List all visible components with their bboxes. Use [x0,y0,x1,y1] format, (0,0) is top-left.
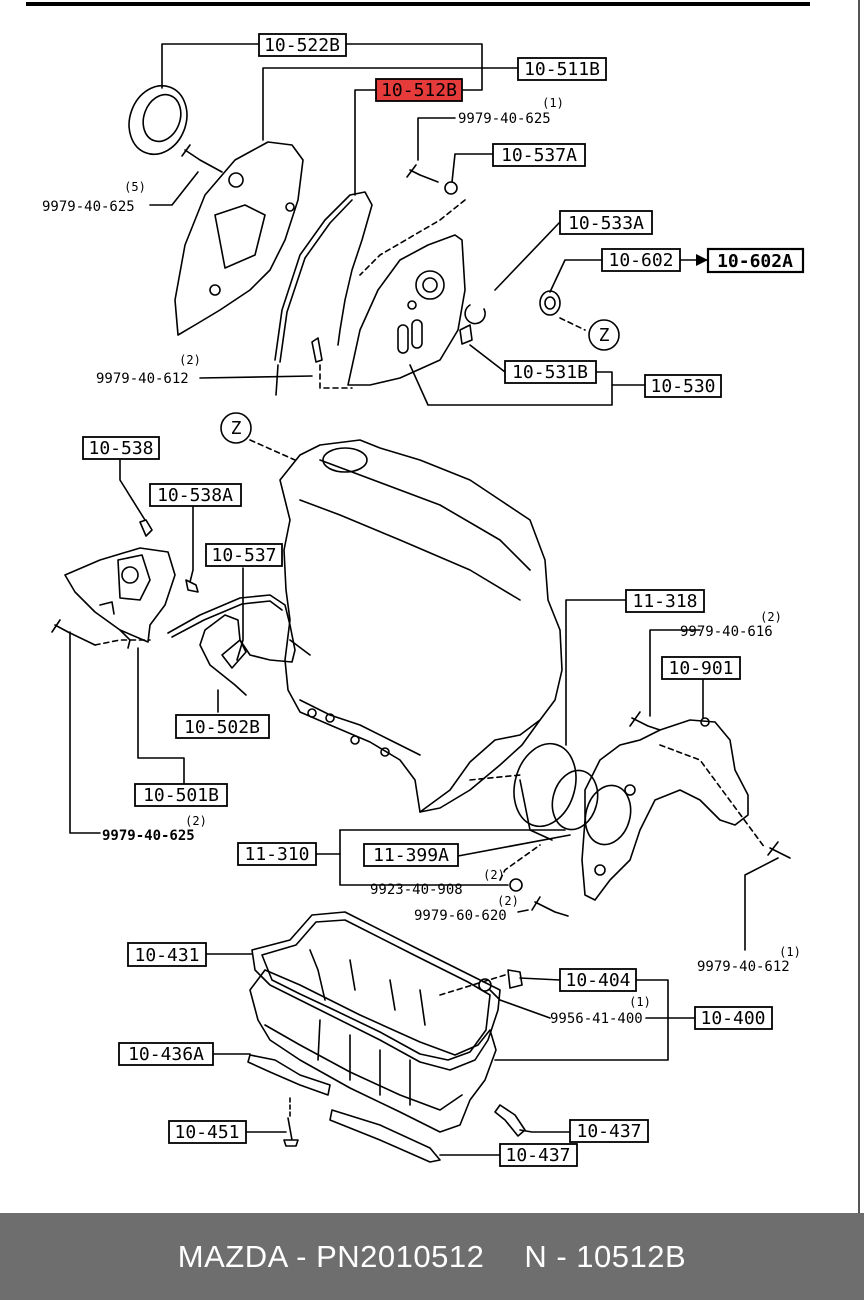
part-number-9979-40-616[interactable]: 9979-40-616 [680,624,773,640]
qty-label: (2) [497,894,519,908]
callout-10-537[interactable]: 10-537 [211,545,276,566]
z-marker-icon [588,319,620,351]
callout-10-501B[interactable]: 10-501B [143,785,219,806]
callout-10-602[interactable]: 10-602 [608,250,673,271]
callout-11-318[interactable]: 11-318 [632,591,697,612]
callout-10-530[interactable]: 10-530 [650,376,715,397]
callout-10-602A[interactable]: 10-602A [717,251,793,272]
callout-10-522B[interactable]: 10-522B [264,35,340,56]
timing-cover-gasket [274,191,373,361]
callout-10-437-upper[interactable]: 10-437 [576,1121,641,1142]
part-number-9979-40-625-top[interactable]: 9979-40-625 [458,111,551,127]
z-marker-top: Z [599,325,610,346]
oil-seal-ring [128,84,188,156]
callout-10-451[interactable]: 10-451 [174,1122,239,1143]
qty-label: (5) [124,180,146,194]
qty-label: (2) [483,868,505,882]
front-case-gasket [167,594,296,696]
z-marker-engine: Z [231,418,242,439]
bolt-a [181,144,223,173]
qty-label: (2) [185,814,207,828]
part-number-9979-60-620[interactable]: 9979-60-620 [414,908,507,924]
footer-brand-part-number: MAZDA - PN2010512 [177,1238,485,1274]
part-number-9956-41-400[interactable]: 9956-41-400 [550,1011,643,1027]
footer-reference-code: N - 10512B [524,1238,687,1274]
callout-10-538A[interactable]: 10-538A [157,485,233,506]
z-marker-icon [220,412,252,444]
callout-10-538[interactable]: 10-538 [88,438,153,459]
arrow-icon [696,254,708,266]
top-border [26,2,810,6]
callout-10-437-lower[interactable]: 10-437 [505,1145,570,1166]
callout-10-404[interactable]: 10-404 [565,970,630,991]
callout-10-400[interactable]: 10-400 [700,1008,765,1029]
part-number-9923-40-908[interactable]: 9923-40-908 [370,882,463,898]
callout-10-512B-highlighted[interactable]: 10-512B [381,80,457,101]
lower-timing-cover [347,234,466,386]
qty-label: (1) [779,945,801,959]
qty-label: (1) [629,995,651,1009]
callout-11-310[interactable]: 11-310 [244,844,309,865]
part-number-labels: (1) 9979-40-625 (5) 9979-40-625 (2) 9979… [42,96,801,1027]
qty-label: (2) [760,610,782,624]
callout-11-399A[interactable]: 11-399A [373,845,449,866]
callout-10-431[interactable]: 10-431 [134,945,199,966]
callout-10-537A[interactable]: 10-537A [501,145,577,166]
exploded-view-drawing: Z Z 10-522B 10-511B 10-512B 10-537A 10-5… [26,0,860,1213]
callout-10-511B[interactable]: 10-511B [524,59,600,80]
rear-end-plate [581,719,749,901]
rear-oil-seal-housing [513,742,577,828]
qty-label: (2) [179,353,201,367]
callout-labels: 10-522B 10-511B 10-512B 10-537A 10-533A … [82,33,805,1167]
part-number-9979-40-625-bottom[interactable]: 9979-40-625 [102,828,195,844]
callout-10-533A[interactable]: 10-533A [568,213,644,234]
part-number-9979-40-612-top[interactable]: 9979-40-612 [96,371,189,387]
footer-bar: MAZDA - PN2010512 N - 10512B [0,1213,864,1300]
part-number-9979-40-625-left[interactable]: 9979-40-625 [42,199,135,215]
oil-pan-stiffener [247,1054,331,1096]
front-case [64,547,176,643]
part-number-9979-40-612-bottom[interactable]: 9979-40-612 [697,959,790,975]
highlight-box [375,78,463,102]
bolt-b [51,619,96,646]
engine-block [279,439,563,813]
qty-label: (1) [542,96,564,110]
callout-10-531B[interactable]: 10-531B [512,362,588,383]
oil-pan [249,969,497,1133]
callout-10-901[interactable]: 10-901 [668,658,733,679]
callout-10-502B[interactable]: 10-502B [184,717,260,738]
linework [51,43,791,1163]
upper-timing-cover [174,141,304,336]
callout-10-436A[interactable]: 10-436A [128,1044,204,1065]
oil-pan-gasket [251,911,501,1071]
